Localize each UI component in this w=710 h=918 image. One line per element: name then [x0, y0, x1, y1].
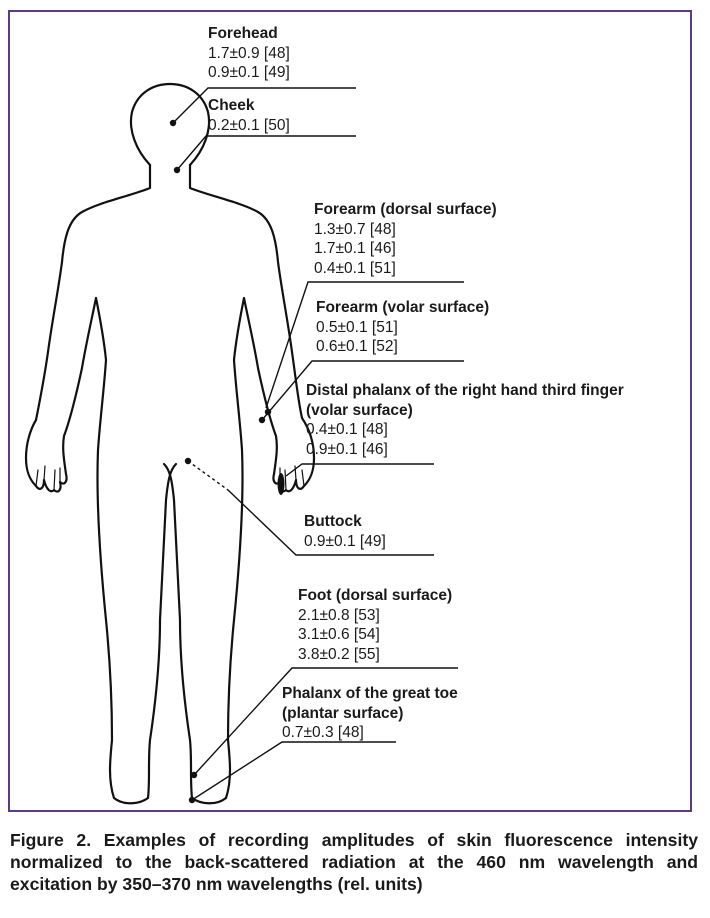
head-outline [129, 82, 211, 167]
figure-frame [8, 10, 692, 812]
label-forehead: Forehead 1.7±0.9 [48] 0.9±0.1 [49] [208, 24, 290, 83]
label-distal-phalanx: Distal phalanx of the right hand third f… [306, 381, 624, 459]
forehead-leader [172, 87, 356, 124]
label-forearm-volar-value: 0.5±0.1 [51] [316, 318, 398, 336]
label-buttock-value: 0.9±0.1 [49] [304, 532, 386, 550]
label-forearm-dorsal-value: 1.7±0.1 [46] [314, 240, 396, 257]
label-foot-dorsal-value: 3.1±0.6 [54] [298, 626, 380, 643]
cheek-leader [176, 135, 356, 171]
right-body-outline [162, 163, 316, 805]
label-distal-phalanx-value: 0.9±0.1 [46] [306, 440, 388, 458]
label-forehead-value: 1.7±0.9 [48] [208, 44, 290, 62]
label-forearm-dorsal-value: 1.3±0.7 [48] [314, 220, 396, 238]
right-fingers [279, 465, 305, 491]
label-distal-phalanx-title: (volar surface) [306, 401, 413, 419]
label-foot-dorsal: Foot (dorsal surface) 2.1±0.8 [53] 3.1±0… [298, 586, 452, 664]
left-fingers [35, 465, 61, 491]
label-cheek-title: Cheek [208, 97, 255, 114]
label-forehead-value: 0.9±0.1 [49] [208, 64, 290, 81]
label-forearm-dorsal-title: Forearm (dorsal surface) [314, 201, 497, 218]
buttock-leader [227, 489, 434, 556]
buttock-leader-dashed [187, 460, 229, 491]
label-forearm-dorsal-value: 0.4±0.1 [51] [314, 259, 396, 277]
body-outline [24, 82, 316, 805]
label-forearm-dorsal: Forearm (dorsal surface) 1.3±0.7 [48] 1.… [314, 200, 497, 278]
foot-dorsal-leader [193, 667, 458, 776]
label-foot-dorsal-title: Foot (dorsal surface) [298, 587, 453, 604]
distal-phalanx-leader [285, 463, 434, 477]
label-forearm-volar-value: 0.6±0.1 [52] [316, 338, 398, 355]
label-great-toe-value: 0.7±0.3 [48] [282, 724, 364, 741]
label-distal-phalanx-value: 0.4±0.1 [48] [306, 421, 388, 438]
distal-phalanx-point [277, 473, 285, 495]
label-great-toe-title: (plantar surface) [282, 704, 404, 722]
left-body-outline [24, 163, 178, 805]
label-distal-phalanx-title: Distal phalanx of the right hand third f… [306, 382, 624, 399]
label-forehead-title: Forehead [208, 25, 278, 42]
label-forearm-volar-title: Forearm (volar surface) [316, 299, 490, 316]
label-great-toe: Phalanx of the great toe (plantar surfac… [282, 684, 458, 743]
label-foot-dorsal-value: 2.1±0.8 [53] [298, 606, 380, 624]
body-diagram [24, 82, 464, 805]
label-great-toe-title: Phalanx of the great toe [282, 685, 458, 702]
label-cheek: Cheek 0.2±0.1 [50] [208, 96, 290, 135]
forearm-volar-leader [261, 360, 464, 421]
label-foot-dorsal-value: 3.8±0.2 [55] [298, 645, 380, 663]
great-toe-leader [191, 741, 396, 801]
figure-caption: Figure 2. Examples of recording amplitud… [10, 830, 698, 894]
label-buttock: Buttock 0.9±0.1 [49] [304, 512, 386, 551]
forearm-dorsal-leader [265, 281, 464, 409]
label-buttock-title: Buttock [304, 513, 362, 530]
label-cheek-value: 0.2±0.1 [50] [208, 116, 290, 134]
label-forearm-volar: Forearm (volar surface) 0.5±0.1 [51] 0.6… [316, 298, 489, 357]
leader-lines [172, 87, 464, 801]
